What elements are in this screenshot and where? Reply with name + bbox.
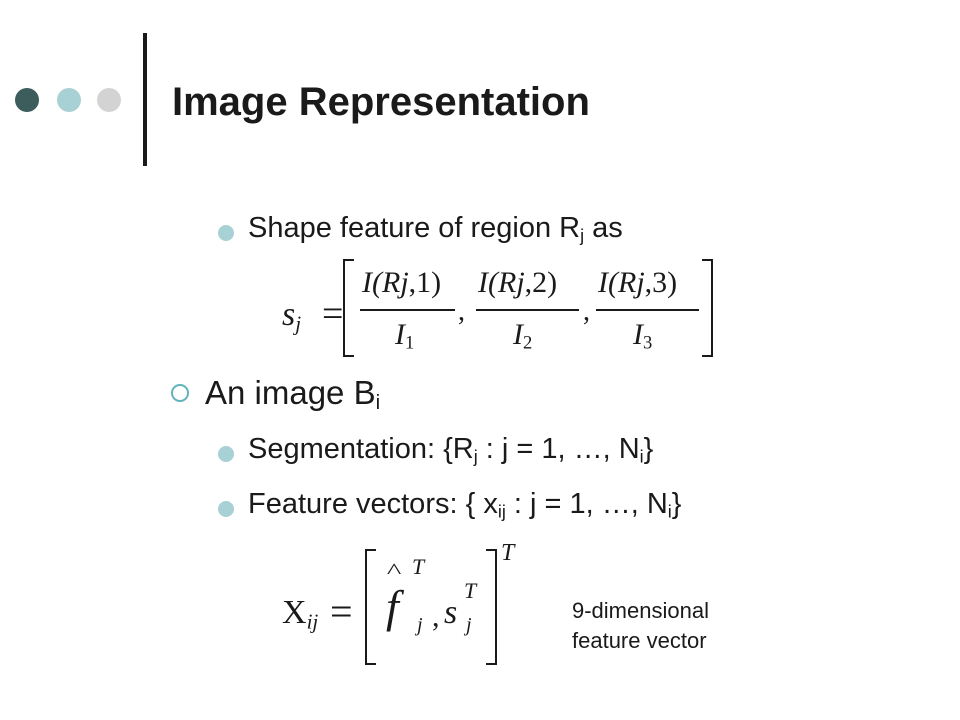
note-line-2: feature vector xyxy=(572,628,707,653)
eq1-fraction-line-3 xyxy=(596,309,699,311)
eq2-f-sub: j xyxy=(417,614,423,636)
bullet-shape-tail: as xyxy=(584,212,623,244)
eq2-f: f xyxy=(386,581,399,632)
eq2-s-sub: j xyxy=(466,614,472,636)
eq1-comma2: , xyxy=(583,296,590,327)
eq1-left-bracket xyxy=(343,259,354,357)
title-divider xyxy=(143,33,147,166)
eq2-equals: = xyxy=(330,589,353,634)
eq1-num2: I(Rj,2) xyxy=(478,266,558,299)
eq2-s: s xyxy=(444,594,458,631)
eq1-den1: I1 xyxy=(395,318,415,354)
eq1-lhs: sj xyxy=(282,296,302,336)
eq2-s-sup: T xyxy=(464,578,477,603)
eq1-fraction-line-2 xyxy=(476,309,579,311)
eq1-den3: I3 xyxy=(633,318,653,354)
ring-bullet-icon xyxy=(171,384,189,402)
header-dot-dark xyxy=(15,88,39,112)
eq2-f-sup: T xyxy=(412,554,425,579)
bullet-feature-vectors: Feature vectors: { xij : j = 1, …, Ni} xyxy=(217,488,682,522)
eq1-equals: = xyxy=(322,293,344,335)
eq1-right-bracket xyxy=(702,259,713,357)
eq2-outer-sup: T xyxy=(501,540,515,566)
eq2-comma: , xyxy=(432,600,440,633)
bullet-an-image: An image Bi xyxy=(205,374,381,415)
eq1-comma1: , xyxy=(458,296,465,327)
bullet-shape-text: Shape feature of region R xyxy=(248,212,581,244)
eq2-right-bracket xyxy=(486,549,497,665)
bullet-shape-sub: j xyxy=(580,225,585,246)
bullet-segmentation: Segmentation: {Rj : j = 1, …, Ni} xyxy=(217,433,654,467)
eq1-num3: I(Rj,3) xyxy=(598,266,678,299)
slide-title: Image Representation xyxy=(172,80,590,124)
eq1-den2: I2 xyxy=(513,318,533,354)
eq2-hat: ^ xyxy=(386,558,402,583)
eq1-fraction-line-1 xyxy=(360,309,455,311)
header-dot-gray xyxy=(97,88,121,112)
eq2-left-bracket xyxy=(365,549,376,665)
eq1-num1: I(Rj,1) xyxy=(362,266,442,299)
bullet-shape-feature: Shape feature of region Rj as xyxy=(218,212,623,246)
note-line-1: 9-dimensional xyxy=(572,598,709,623)
header-dot-teal xyxy=(57,88,81,112)
eq2-lhs: Xij xyxy=(282,594,319,634)
dimension-note: 9-dimensional feature vector xyxy=(572,596,709,656)
